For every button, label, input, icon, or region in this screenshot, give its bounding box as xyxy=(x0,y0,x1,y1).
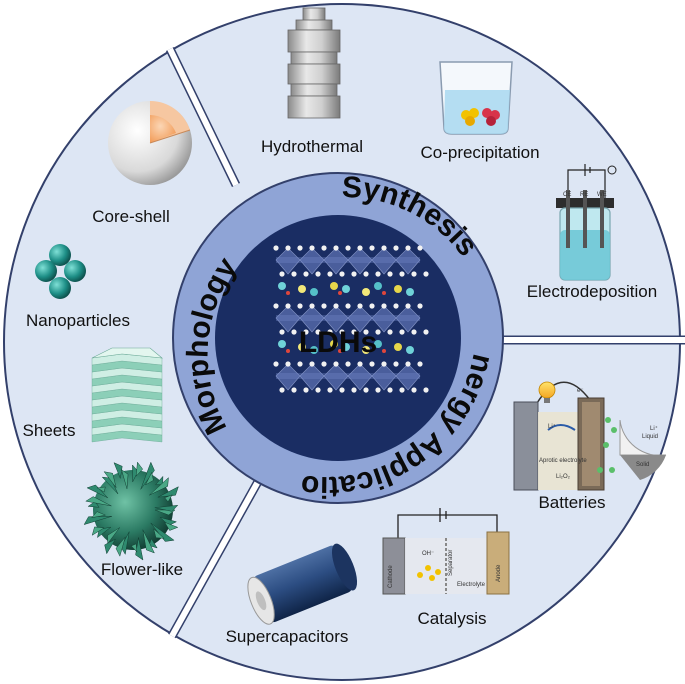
battery-electrolyte-label: Aprotic electrolyte xyxy=(539,458,587,464)
label-catalysis: Catalysis xyxy=(418,609,487,628)
catalysis-cell-icon xyxy=(382,508,510,595)
autoclave-icon xyxy=(287,7,341,119)
sheets-icon xyxy=(91,347,163,443)
battery-solid-label: Solid xyxy=(636,462,649,468)
core-shell-icon xyxy=(108,100,192,185)
beaker-icon xyxy=(439,61,513,135)
label-batteries: Batteries xyxy=(538,493,605,512)
catalysis-electrolyte-label: Electrolyte xyxy=(457,582,486,588)
battery-li2o2-label: Li₂O₂ xyxy=(556,474,571,480)
ldh-crystal-structure-icon xyxy=(273,245,429,393)
battery-liquid-label: Liquid xyxy=(642,434,658,440)
catalysis-anode-label: Anode xyxy=(496,564,502,582)
battery-icon xyxy=(513,381,667,491)
center-label: LDHs xyxy=(299,326,377,359)
label-supercapacitors: Supercapacitors xyxy=(226,627,349,646)
electrochemical-cell-icon xyxy=(556,164,617,281)
catalysis-separator-label: Separator xyxy=(448,550,454,576)
battery-li2-label: Li⁺ xyxy=(650,425,658,432)
catalysis-cathode-label: Cathode xyxy=(388,565,394,588)
catalysis-oh-label: OH⁻ xyxy=(422,551,434,557)
cell-we-label: WE xyxy=(597,192,607,198)
battery-li-label: Li⁺ xyxy=(548,423,556,430)
label-electrodeposition: Electrodeposition xyxy=(527,282,657,301)
sector-dividers xyxy=(165,47,685,639)
label-sheets: Sheets xyxy=(23,421,76,440)
ldh-core xyxy=(215,215,461,461)
cell-re-label: RE xyxy=(580,192,588,198)
label-nanoparticles: Nanoparticles xyxy=(26,311,130,330)
label-co-precipitation: Co-precipitation xyxy=(420,143,539,162)
flower-like-icon xyxy=(83,461,179,561)
label-core-shell: Core-shell xyxy=(92,207,169,226)
label-flower-like: Flower-like xyxy=(101,560,183,579)
battery-e-label: e⁻ xyxy=(577,388,584,394)
label-hydrothermal: Hydrothermal xyxy=(261,137,363,156)
supercapacitor-icon xyxy=(247,543,358,625)
nanoparticles-icon xyxy=(35,244,86,299)
cell-ce-label: CE xyxy=(563,192,571,198)
